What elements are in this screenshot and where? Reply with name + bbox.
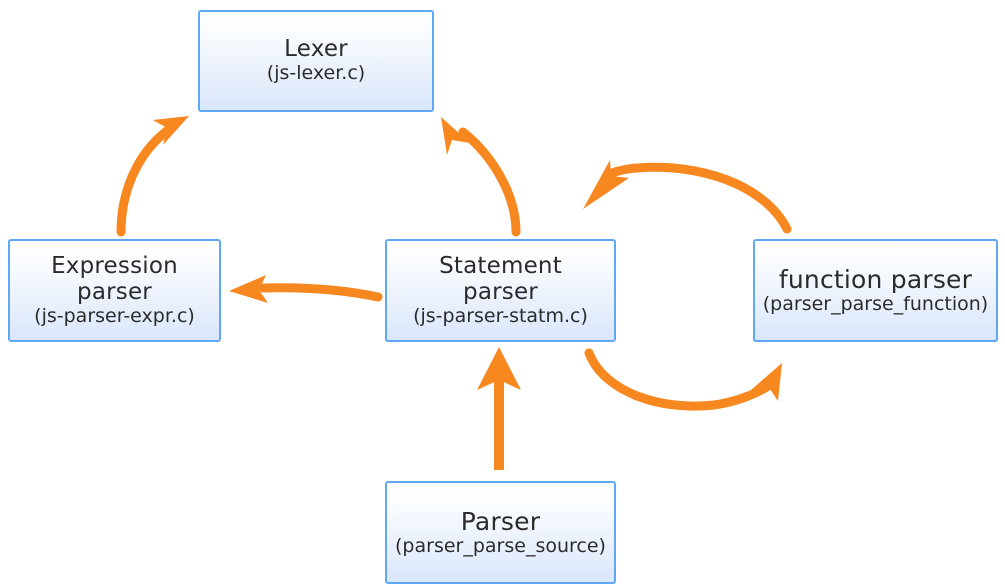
node-statement-parser-title-line2: parser (463, 278, 538, 305)
node-statement-parser[interactable]: Statement parser (js-parser-statm.c) (385, 239, 616, 342)
node-parser[interactable]: Parser (parser_parse_source) (385, 481, 616, 584)
node-function-parser-subtitle: (parser_parse_function) (762, 292, 989, 315)
node-function-parser-title: function parser (778, 264, 973, 294)
node-parser-subtitle: (parser_parse_source) (395, 534, 606, 557)
node-lexer[interactable]: Lexer (js-lexer.c) (198, 10, 434, 112)
edge-expression-to-lexer (116, 116, 189, 237)
node-expression-parser[interactable]: Expression parser (js-parser-expr.c) (8, 239, 221, 342)
edge-parser-to-statement (477, 347, 521, 470)
edge-statement-to-lexer (441, 117, 521, 237)
edge-statement-to-function (584, 348, 782, 411)
node-statement-parser-subtitle: (js-parser-statm.c) (413, 304, 588, 327)
node-expression-parser-title-line2: parser (77, 278, 152, 305)
node-expression-parser-subtitle: (js-parser-expr.c) (34, 304, 195, 327)
node-statement-parser-title-line1: Statement (439, 253, 562, 280)
node-expression-parser-title-line1: Expression (51, 253, 178, 280)
node-lexer-subtitle: (js-lexer.c) (266, 62, 366, 85)
node-lexer-title: Lexer (284, 36, 348, 63)
node-function-parser[interactable]: function parser (parser_parse_function) (753, 239, 998, 342)
edge-function-to-statement (583, 160, 792, 234)
node-parser-title: Parser (460, 506, 541, 536)
edge-statement-to-expression (229, 275, 383, 303)
